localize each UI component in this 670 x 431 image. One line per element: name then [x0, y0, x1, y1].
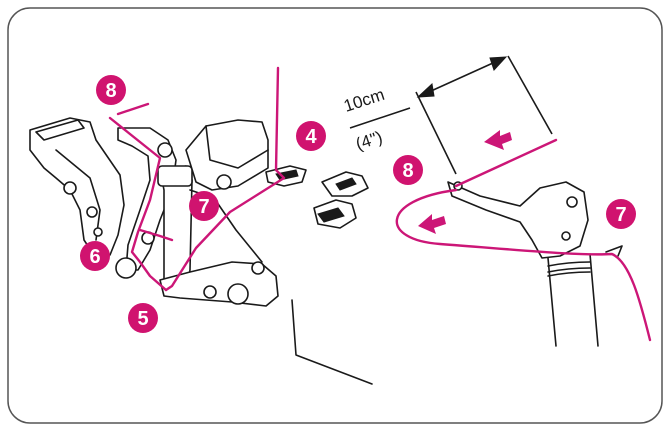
flow-arrow-upper [484, 130, 512, 150]
thread-guide-slot-1 [275, 169, 299, 181]
looper-screw-1 [203, 285, 217, 299]
dimension-extension-top [507, 55, 553, 135]
shaft-ring-1 [547, 261, 591, 267]
threads-right [395, 130, 652, 342]
badge-8-left: 8 [96, 75, 126, 105]
looper-shaft-left [547, 257, 557, 347]
column-cap [157, 165, 193, 187]
shaft-ring-3 [547, 271, 591, 277]
step-badges: 8 4 7 6 5 8 7 [80, 75, 636, 333]
svg-text:8: 8 [105, 80, 116, 102]
lever-detail [35, 119, 85, 141]
flow-arrow-lower [418, 214, 446, 234]
looper-plate [447, 181, 589, 259]
thread-upper-looper [108, 116, 168, 292]
thread-guide-slot-3 [317, 207, 345, 223]
svg-text:7: 7 [615, 204, 626, 226]
thread-guide-slot-2 [335, 177, 357, 191]
thread-8-right [454, 138, 558, 188]
svg-text:7: 7 [198, 196, 209, 218]
plate-hole-2 [561, 231, 571, 241]
dimension-extension-bottom [415, 91, 457, 175]
plate-hole-1 [566, 196, 578, 208]
shaft-ring-2 [547, 267, 591, 273]
upper-pivot-screw [157, 142, 173, 158]
thread-loop-right [395, 188, 652, 342]
badge-7-left: 7 [189, 191, 219, 221]
machine-illustration [29, 117, 373, 385]
closeup-illustration [447, 181, 623, 347]
lever-screw-top [63, 181, 77, 195]
machine-base-line [291, 299, 373, 385]
thread-lower-looper [164, 66, 286, 292]
housing-screw [216, 174, 232, 190]
svg-text:5: 5 [137, 308, 148, 330]
dimension-underline [349, 107, 411, 129]
lever-screw-mid [86, 206, 98, 218]
thread-tail-8 [116, 102, 150, 116]
shaft-hook [605, 245, 623, 257]
thread-crossing [138, 228, 174, 242]
looper-shaft-right [589, 253, 599, 347]
looper-knob [227, 283, 249, 305]
badge-8-right: 8 [393, 155, 423, 185]
svg-text:8: 8 [402, 160, 413, 182]
arm-knob [115, 257, 137, 279]
badge-6: 6 [80, 241, 110, 271]
threads-left [108, 66, 286, 292]
machine-housing [185, 119, 269, 191]
housing-edge [205, 125, 269, 169]
looper-screw-2 [251, 261, 265, 275]
dimension-arrow-line [419, 57, 505, 97]
svg-text:6: 6 [89, 246, 100, 268]
dimension-arrowhead-right [489, 56, 508, 71]
lever-screw-low [93, 227, 103, 237]
badge-7-right: 7 [606, 199, 636, 229]
dimension-arrowhead-left [416, 83, 435, 98]
badge-4: 4 [296, 121, 326, 151]
lever-detail-2 [55, 149, 101, 241]
svg-text:4: 4 [305, 126, 317, 148]
badge-5: 5 [128, 303, 158, 333]
